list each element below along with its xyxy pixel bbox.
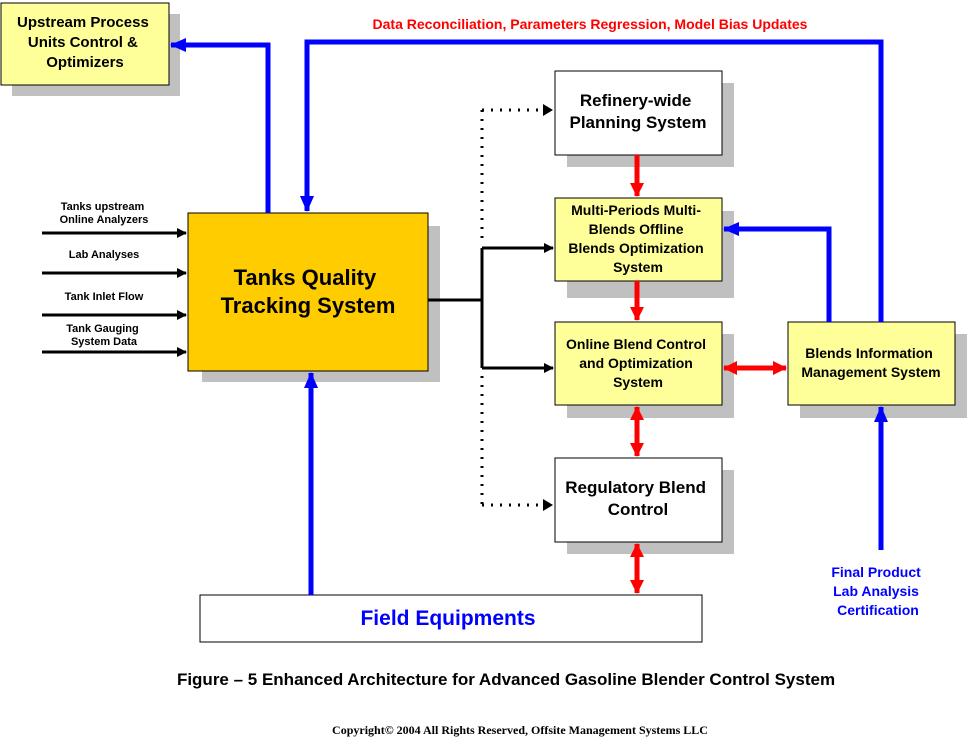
box-shadows	[12, 14, 967, 554]
field-equipments-label: Field Equipments	[360, 607, 535, 630]
input-label-analyzers: Tanks upstream Online Analyzers	[60, 201, 149, 226]
regulatory-blend-label: Regulatory Blend Control	[565, 478, 710, 519]
blends-information-label: Blends Information Management System	[801, 345, 940, 380]
figure-caption: Figure – 5 Enhanced Architecture for Adv…	[177, 670, 835, 689]
upstream-label: Upstream Process Units Control & Optimiz…	[17, 14, 153, 71]
red-arrows	[630, 155, 787, 594]
dotted-arrowhead-bottom	[543, 499, 553, 511]
blue-arrows	[170, 38, 888, 595]
input-label-gauging: Tank Gauging System Data	[66, 323, 142, 348]
offline-optimization-box	[554, 197, 723, 282]
tanks-quality-box	[187, 212, 429, 372]
online-blend-label: Online Blend Control and Optimization Sy…	[566, 336, 710, 390]
refinery-planning-box	[554, 70, 723, 156]
dotted-arrowhead-top	[543, 104, 553, 116]
regulatory-blend-box	[554, 457, 723, 543]
field-equipments-box	[199, 594, 703, 643]
blends-information-box	[787, 321, 956, 406]
refinery-planning-label: Refinery-wide Planning System	[570, 91, 707, 132]
dotted-connectors	[480, 108, 545, 507]
final-product-annotation: Final Product Lab Analysis Certification	[831, 564, 924, 618]
input-label-lab: Lab Analyses	[69, 249, 140, 261]
upstream-box	[0, 2, 170, 86]
copyright-notice: Copyright© 2004 All Rights Reserved, Off…	[332, 723, 708, 737]
tanks-quality-label: Tanks Quality Tracking System	[221, 265, 396, 318]
input-label-inlet: Tank Inlet Flow	[65, 291, 144, 303]
input-arrows	[42, 228, 187, 357]
online-blend-box	[554, 321, 723, 406]
output-fork	[428, 243, 554, 373]
feedback-annotation: Data Reconciliation, Parameters Regressi…	[373, 16, 808, 32]
offline-optimization-label: Multi-Periods Multi- Blends Offline Blen…	[568, 202, 707, 275]
